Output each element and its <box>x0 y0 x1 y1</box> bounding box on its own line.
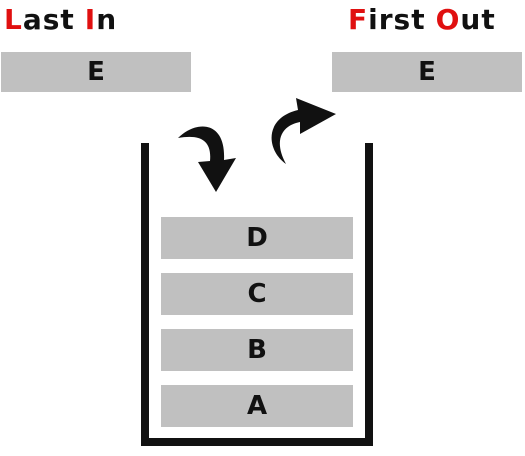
last-in-heading: Last In <box>4 2 117 38</box>
pop-arrow-icon <box>271 98 336 164</box>
stack-item: B <box>161 329 353 371</box>
last-rest: ast <box>22 3 75 36</box>
first-word: First <box>348 2 426 38</box>
first-out-heading: First Out <box>348 2 496 38</box>
incoming-item-block: E <box>1 52 191 92</box>
stack-items: D C B A <box>161 217 353 441</box>
outgoing-item-block: E <box>332 52 522 92</box>
stack-item: C <box>161 273 353 315</box>
out-word: Out <box>436 2 496 38</box>
out-initial: O <box>435 3 461 36</box>
last-initial: L <box>4 3 23 36</box>
first-initial: F <box>348 3 369 36</box>
stack-container <box>141 143 373 446</box>
last-word: Last <box>4 2 75 38</box>
push-arrow-icon <box>178 126 236 192</box>
first-rest: irst <box>368 3 426 36</box>
stack-item: D <box>161 217 353 259</box>
in-rest: n <box>96 3 118 36</box>
stack-item: A <box>161 385 353 427</box>
in-initial: I <box>84 3 97 36</box>
in-word: In <box>85 2 117 38</box>
out-rest: ut <box>460 3 496 36</box>
